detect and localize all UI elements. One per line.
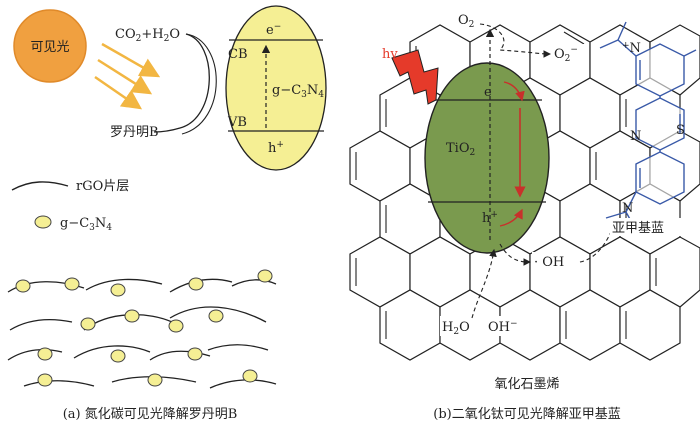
legend-rgo-line xyxy=(11,181,69,191)
methylene-blue-molecule xyxy=(599,21,697,231)
gcn-ellipse xyxy=(225,5,327,171)
panel-a: 可见光 CO2+H2O 罗丹明B CB VB e− h+ g−C3N4 rGO片… xyxy=(7,5,327,422)
mb-n-label: N xyxy=(630,129,641,144)
tio2-ellipse xyxy=(424,62,550,254)
hv-lightning xyxy=(391,49,439,105)
o2-to-superoxide-arrow xyxy=(479,23,552,58)
caption-a: (a) 氮化碳可见光降解罗丹明B xyxy=(63,407,238,422)
red-curve-top xyxy=(503,81,525,102)
hydroxyl-radical-label: · OH xyxy=(534,255,564,270)
visible-light-sun xyxy=(13,9,87,83)
oh-to-dye-arrow xyxy=(579,218,618,263)
graphene-label: 氧化石墨烯 xyxy=(494,377,559,392)
rhodamine-label: 罗丹明B xyxy=(110,125,159,140)
legend-gcn-dot xyxy=(34,215,52,229)
tio2-label: TiO2 xyxy=(446,141,475,158)
hv-label: hv xyxy=(382,47,398,62)
caption-b: (b)二氧化钛可见光降解亚甲基蓝 xyxy=(433,407,620,422)
reactants-label: CO2+H2O xyxy=(115,27,180,44)
legend-gcn-label: g−C3N4 xyxy=(60,216,112,233)
rhodamine-curve-arrow xyxy=(153,33,210,133)
gcn-label: g−C3N4 xyxy=(272,83,324,100)
sun-label: 可见光 xyxy=(30,40,69,55)
red-curve-bottom xyxy=(499,208,523,227)
mb-n-low-label: N xyxy=(622,201,633,216)
mb-n-plus-label: +N xyxy=(622,41,641,56)
panel-b: TiO2 e h+ hv O2 O2− · OH H2O OH− xyxy=(349,10,700,422)
hole-to-oh-arrow xyxy=(499,243,532,266)
electron-label-b: e xyxy=(484,85,492,100)
gcn-particles xyxy=(15,269,273,387)
cb-label: CB xyxy=(228,47,248,62)
rgo-composite xyxy=(7,278,277,389)
legend-rgo-label: rGO片层 xyxy=(76,179,129,194)
water-label: H2O xyxy=(442,320,470,337)
vb-label: VB xyxy=(227,115,247,130)
water-to-hole-arrow xyxy=(471,248,497,319)
methylene-blue-label: 亚甲基蓝 xyxy=(612,221,664,236)
light-rays xyxy=(94,42,161,110)
mb-s-label: S xyxy=(676,123,685,138)
